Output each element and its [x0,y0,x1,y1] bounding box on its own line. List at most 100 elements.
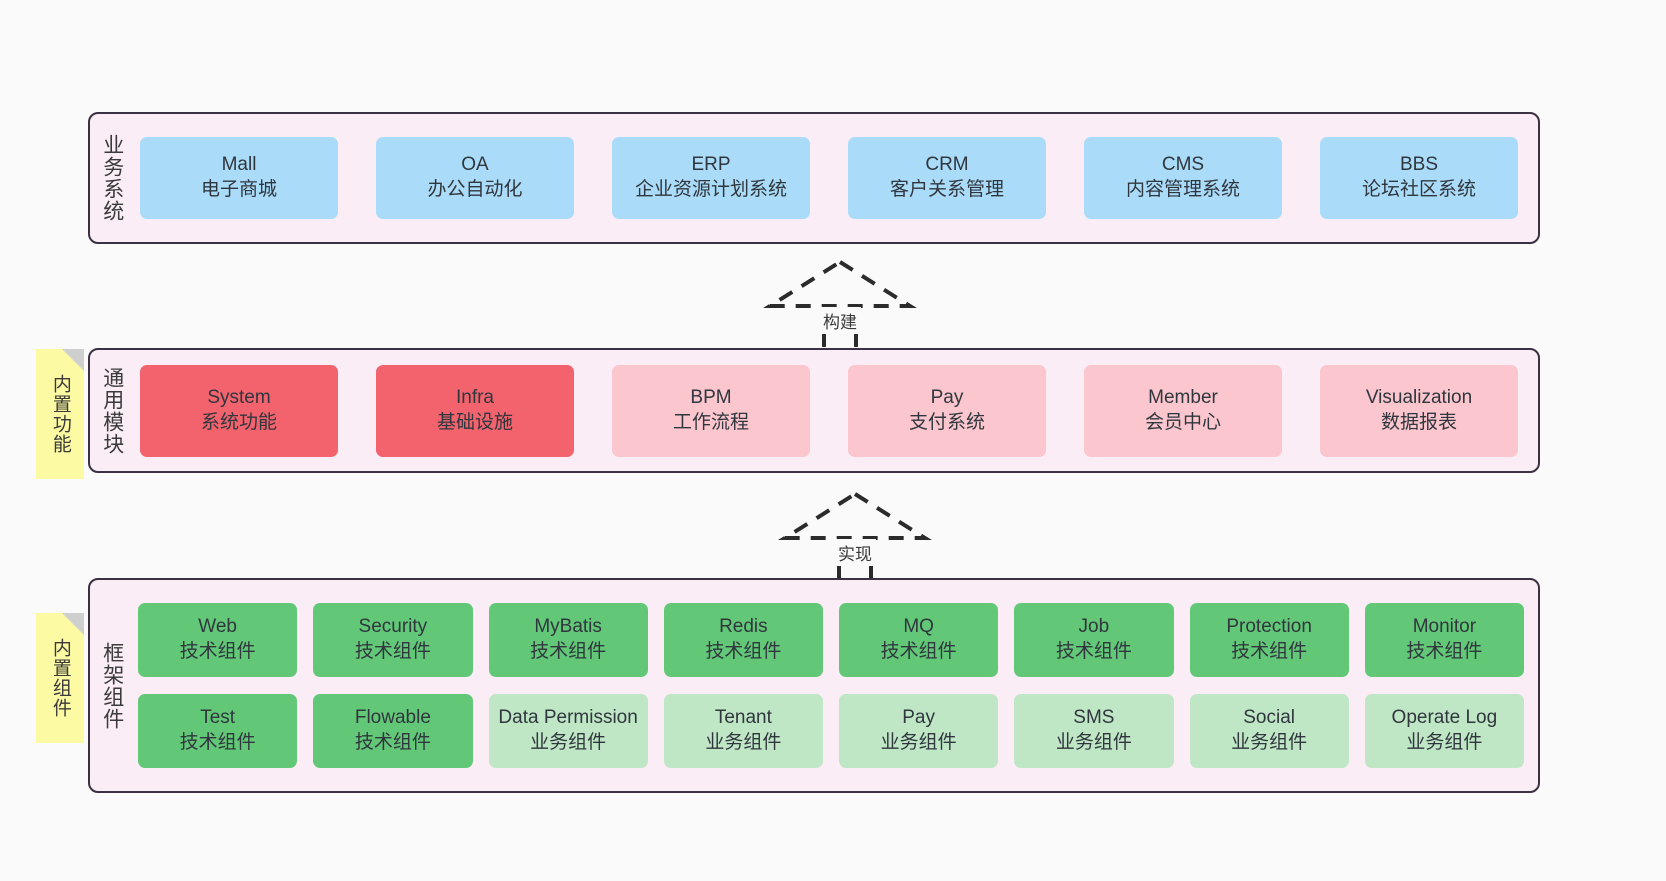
connector-build-label: 构建 [819,307,861,334]
card-infra-en: Infra [455,386,495,408]
card-bpm-en: BPM [690,386,732,408]
sticky-note-builtin-function: 内置功能 [36,349,84,479]
card-mq[interactable]: MQ 技术组件 [839,603,999,677]
generalization-arrowhead-icon [778,491,932,540]
business-card-row: Mall 电子商城 OA 办公自动化 ERP 企业资源计划系统 CRM 客户关系… [140,137,1518,219]
card-mq-cn: 技术组件 [880,641,957,662]
card-mall[interactable]: Mall 电子商城 [140,137,338,219]
card-system[interactable]: System 系统功能 [140,364,338,457]
card-infra[interactable]: Infra 基础设施 [376,364,574,457]
sticky-note-builtin-component-label: 内置组件 [49,638,71,718]
card-mybatis-cn: 技术组件 [530,641,607,662]
card-flowable-cn: 技术组件 [354,732,431,753]
card-member[interactable]: Member 会员中心 [1084,364,1282,457]
card-erp[interactable]: ERP 企业资源计划系统 [612,137,810,219]
card-operate-log-cn: 业务组件 [1406,732,1483,753]
card-pay-module[interactable]: Pay 支付系统 [848,364,1046,457]
card-mq-en: MQ [903,616,934,638]
sticky-note-builtin-component: 内置组件 [36,613,84,743]
card-crm[interactable]: CRM 客户关系管理 [848,137,1046,219]
card-pay-component-en: Pay [902,707,935,729]
card-monitor-en: Monitor [1412,616,1477,638]
card-operate-log-en: Operate Log [1391,707,1498,729]
card-cms-cn: 内容管理系统 [1125,179,1240,200]
card-cms-en: CMS [1161,154,1205,176]
card-job[interactable]: Job 技术组件 [1014,603,1174,677]
card-pay-component[interactable]: Pay 业务组件 [839,694,999,768]
card-infra-cn: 基础设施 [436,411,513,433]
card-pay-component-cn: 业务组件 [880,732,957,753]
card-bbs-cn: 论坛社区系统 [1361,179,1476,200]
card-bpm[interactable]: BPM 工作流程 [612,364,810,457]
layer-common-modules: 通用模块 System 系统功能 Infra 基础设施 BPM 工作流程 Pay [88,348,1540,473]
card-security[interactable]: Security 技术组件 [313,603,473,677]
generalization-arrowhead-icon [763,259,917,308]
card-mall-en: Mall [221,154,257,176]
card-social-cn: 业务组件 [1231,732,1308,753]
card-test-en: Test [200,707,236,729]
layer-common-title: 通用模块 [100,366,124,455]
card-oa[interactable]: OA 办公自动化 [376,137,574,219]
connector-implement-label: 实现 [834,539,876,566]
card-job-cn: 技术组件 [1055,641,1132,662]
card-sms-cn: 业务组件 [1055,732,1132,753]
card-pay-module-cn: 支付系统 [908,411,985,433]
card-redis[interactable]: Redis 技术组件 [663,603,823,677]
card-web[interactable]: Web 技术组件 [138,603,298,677]
card-protection-en: Protection [1226,616,1312,638]
card-data-permission[interactable]: Data Permission 业务组件 [488,694,648,768]
card-mybatis[interactable]: MyBatis 技术组件 [488,603,648,677]
card-tenant-en: Tenant [714,707,772,729]
card-operate-log[interactable]: Operate Log 业务组件 [1364,694,1524,768]
layer-business-systems: 业务系统 Mall 电子商城 OA 办公自动化 ERP 企业资源计划系统 CRM [88,112,1540,244]
layer-framework-components: 框架组件 Web 技术组件 Security 技术组件 MyBatis 技术组件… [88,578,1540,793]
layer-framework-title: 框架组件 [100,641,124,730]
sticky-note-builtin-function-label: 内置功能 [49,374,71,454]
card-visualization-en: Visualization [1365,386,1473,408]
card-erp-cn: 企业资源计划系统 [634,179,787,200]
card-crm-cn: 客户关系管理 [889,179,1004,200]
card-visualization[interactable]: Visualization 数据报表 [1320,364,1518,457]
card-flowable-en: Flowable [354,707,431,729]
card-sms-en: SMS [1073,707,1115,729]
card-monitor-cn: 技术组件 [1406,641,1483,662]
card-oa-cn: 办公自动化 [427,179,523,200]
card-mybatis-en: MyBatis [534,616,602,638]
card-protection-cn: 技术组件 [1231,641,1308,662]
card-member-cn: 会员中心 [1144,411,1221,433]
card-sms[interactable]: SMS 业务组件 [1014,694,1174,768]
card-bbs[interactable]: BBS 论坛社区系统 [1320,137,1518,219]
card-redis-en: Redis [719,616,768,638]
card-job-en: Job [1078,616,1110,638]
card-data-permission-cn: 业务组件 [530,732,607,753]
card-protection[interactable]: Protection 技术组件 [1189,603,1349,677]
card-test-cn: 技术组件 [179,732,256,753]
card-crm-en: CRM [925,154,969,176]
card-web-cn: 技术组件 [179,641,256,662]
card-tenant-cn: 业务组件 [705,732,782,753]
connector-build: 构建 [760,256,920,348]
card-system-en: System [207,386,271,408]
card-monitor[interactable]: Monitor 技术组件 [1364,603,1524,677]
card-security-en: Security [358,616,428,638]
card-mall-cn: 电子商城 [200,179,277,200]
note-fold-corner-icon [62,613,84,635]
card-pay-module-en: Pay [930,386,964,408]
card-system-cn: 系统功能 [200,411,277,433]
card-bbs-en: BBS [1399,154,1439,176]
card-flowable[interactable]: Flowable 技术组件 [313,694,473,768]
card-social-en: Social [1243,707,1295,729]
card-redis-cn: 技术组件 [705,641,782,662]
framework-tech-row: Web 技术组件 Security 技术组件 MyBatis 技术组件 Redi… [138,603,1524,677]
card-tenant[interactable]: Tenant 业务组件 [663,694,823,768]
card-web-en: Web [198,616,237,638]
card-oa-en: OA [461,154,489,176]
connector-implement: 实现 [775,488,935,580]
common-card-row: System 系统功能 Infra 基础设施 BPM 工作流程 Pay 支付系统… [140,364,1518,457]
note-fold-corner-icon [62,349,84,371]
card-cms[interactable]: CMS 内容管理系统 [1084,137,1282,219]
card-social[interactable]: Social 业务组件 [1189,694,1349,768]
card-test[interactable]: Test 技术组件 [138,694,298,768]
card-data-permission-en: Data Permission [498,707,638,729]
